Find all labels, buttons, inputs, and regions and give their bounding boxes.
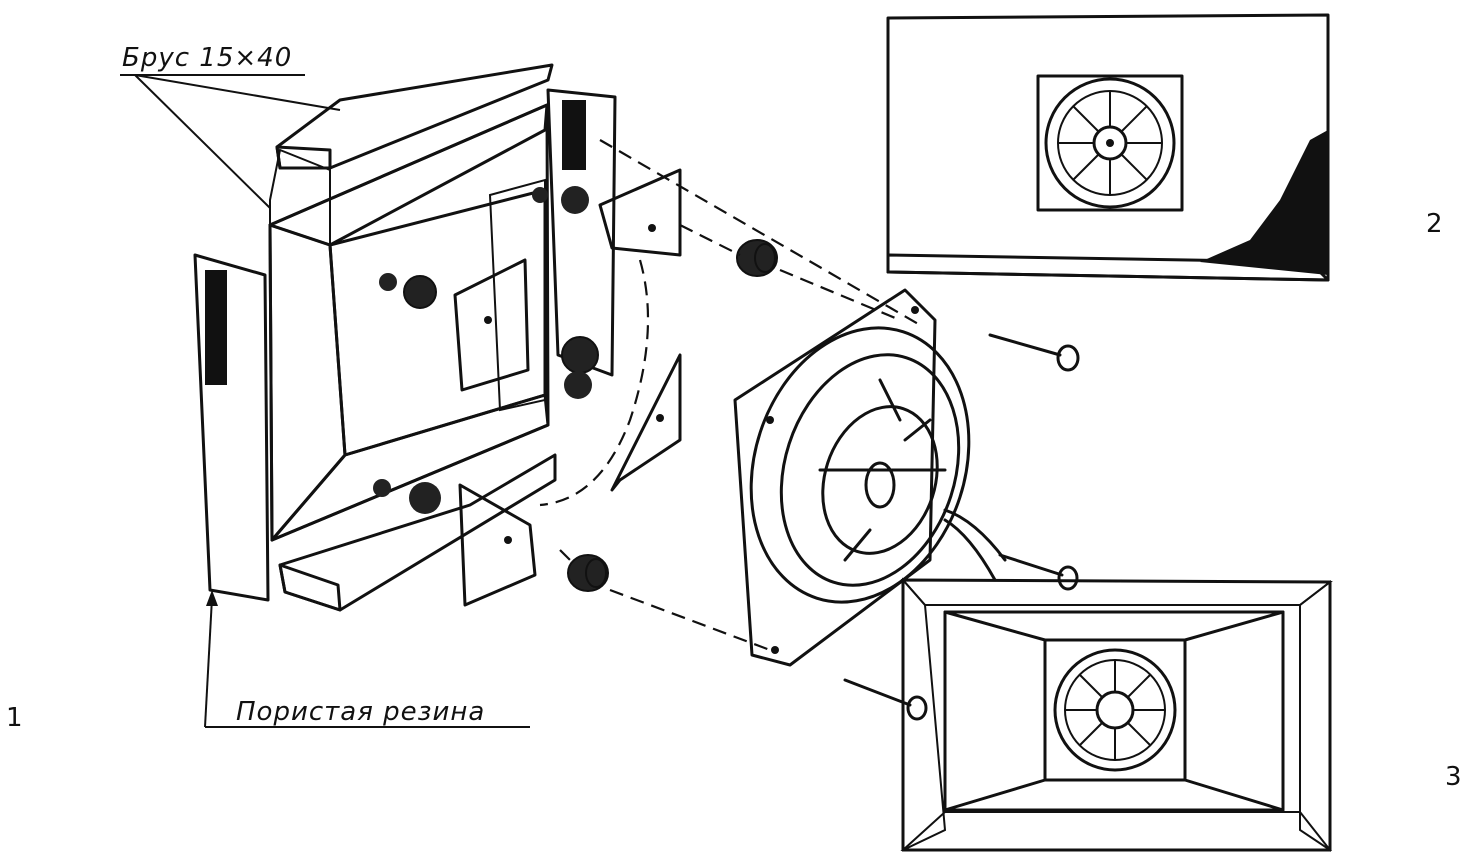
foam-label: Пористая резина (236, 697, 485, 727)
left-foam-strip (193, 253, 270, 602)
figure-number-2: 2 (1426, 209, 1443, 239)
figure-1-assembly: Брус 15×40 Пористая резина (120, 43, 1080, 728)
wood-panel-icon (886, 13, 1330, 282)
label-leaders (120, 74, 530, 728)
framed-fan-icon (900, 577, 1333, 852)
figure-2-panel: 2 (886, 13, 1443, 282)
rubber-bushing-icon (373, 186, 778, 592)
wood-frame-icon (268, 103, 550, 542)
fan-icon (733, 288, 1007, 667)
screw-icon (843, 333, 1080, 721)
figure-number-3: 3 (1445, 762, 1462, 792)
figure-number-1: 1 (6, 703, 23, 733)
mounting-bracket-icon (453, 168, 682, 607)
top-foam-strip (275, 63, 554, 170)
right-foam-strip (546, 88, 617, 377)
alignment-lines (539, 139, 921, 652)
beam-label: Брус 15×40 (122, 43, 292, 73)
figure-3-framed: 3 (900, 577, 1462, 852)
bottom-foam-strip (278, 453, 557, 612)
